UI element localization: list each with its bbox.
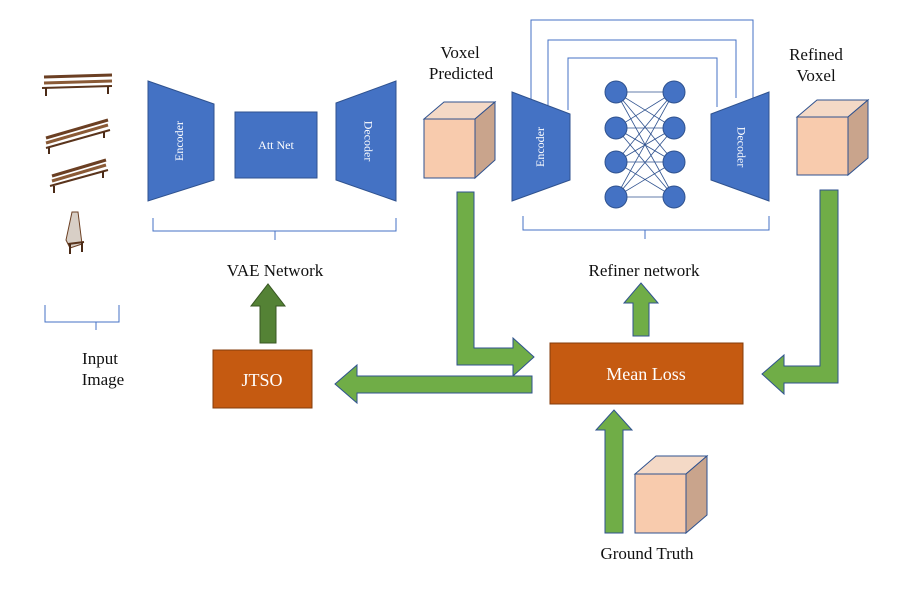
- arrow-groundtruth-to-loss: [594, 409, 634, 534]
- input-brace: [44, 305, 120, 330]
- vae-encoder-block: [147, 80, 215, 202]
- arrow-voxel-to-loss: [456, 191, 535, 378]
- ground-truth-cube: [633, 454, 709, 535]
- voxel-predicted-line1: Voxel: [440, 43, 480, 62]
- jtso-label: JTSO: [241, 370, 282, 390]
- vae-brace: [152, 218, 397, 240]
- vae-decoder-block: [335, 80, 397, 202]
- ground-truth-label: Ground Truth: [600, 544, 694, 563]
- skip-connection-inner: [567, 57, 718, 110]
- fc-node: [662, 116, 686, 140]
- voxel-predicted-cube: [422, 100, 497, 180]
- mean-loss-box: [549, 342, 744, 405]
- voxel-predicted-line2: Predicted: [429, 64, 494, 83]
- refiner-decoder-block: [710, 91, 770, 202]
- fc-node: [604, 150, 628, 174]
- input-label-line2: Image: [82, 370, 124, 389]
- fully-connected-layers: [604, 80, 686, 209]
- input-label-line1: Input: [82, 349, 118, 368]
- refined-voxel-line2: Voxel: [796, 66, 836, 85]
- fc-node: [662, 150, 686, 174]
- vae-attnet-label: Att Net: [258, 138, 294, 152]
- refined-voxel-line1: Refined: [789, 45, 843, 64]
- refiner-decoder-label: Decoder: [734, 127, 748, 168]
- arrow-jtso-to-vae: [249, 283, 287, 344]
- vae-network-label: VAE Network: [227, 261, 324, 280]
- arrow-loss-to-jtso: [334, 363, 533, 405]
- fc-node: [604, 185, 628, 209]
- fc-node: [604, 80, 628, 104]
- vae-encoder-label: Encoder: [172, 121, 186, 161]
- jtso-box: [212, 349, 313, 409]
- refined-voxel-cube: [795, 98, 870, 177]
- arrow-refined-to-loss: [761, 189, 839, 396]
- refiner-brace: [522, 216, 770, 239]
- bench-thumbnail-3: [49, 158, 109, 193]
- mean-loss-label: Mean Loss: [606, 364, 686, 384]
- skip-connection-middle: [547, 39, 737, 106]
- bench-thumbnail-4: [65, 211, 85, 254]
- refiner-encoder-label: Encoder: [533, 127, 547, 167]
- arrow-loss-to-refiner: [622, 282, 660, 337]
- refiner-network-label: Refiner network: [589, 261, 700, 280]
- fc-node: [604, 116, 628, 140]
- input-thumbnails: [41, 73, 113, 254]
- bench-thumbnail-1: [41, 73, 113, 96]
- fc-node: [662, 185, 686, 209]
- bench-thumbnail-2: [45, 118, 111, 154]
- fc-node: [662, 80, 686, 104]
- refiner-encoder-block: [511, 91, 571, 202]
- vae-decoder-label: Decoder: [361, 121, 375, 162]
- skip-connection-outer: [530, 19, 754, 100]
- vae-attnet-block: [234, 111, 318, 179]
